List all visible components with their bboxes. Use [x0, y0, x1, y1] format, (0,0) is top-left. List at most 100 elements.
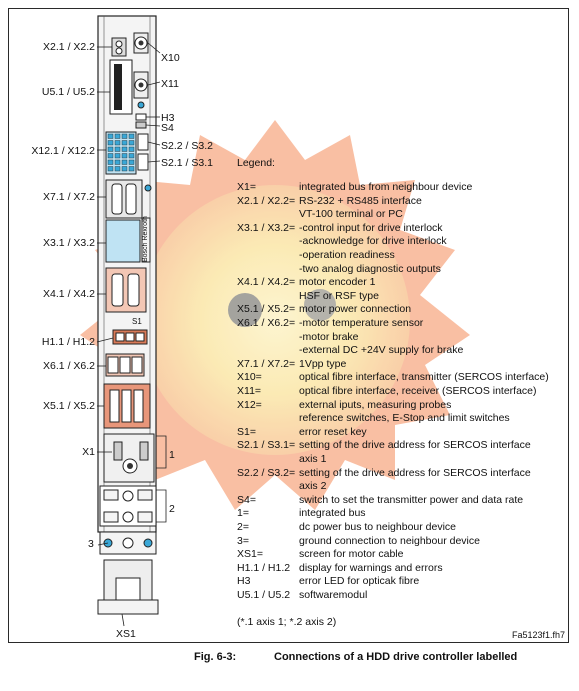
x12-terminal-block: [105, 131, 149, 175]
terminal-pin: [114, 146, 121, 152]
label-x3: X3.1 / X3.2: [43, 237, 95, 249]
legend-key: S2.2 / S3.2=: [237, 466, 296, 479]
legend-value: dc power bus to neighbour device: [299, 521, 457, 533]
legend-value: -operation readiness: [299, 249, 395, 261]
dc-power-bus: [99, 485, 157, 527]
label-s4: S4: [161, 122, 174, 134]
label-x4: X4.1 / X4.2: [43, 288, 95, 300]
x1-bus-section: [103, 433, 155, 483]
legend-key: H3: [237, 575, 251, 588]
terminal-pin: [107, 140, 114, 146]
label-s22: S2.2 / S3.2: [161, 140, 213, 152]
legend-value: external iputs, measuring probes: [299, 398, 452, 411]
legend-key: X1=: [237, 181, 256, 193]
terminal-pin: [121, 133, 128, 139]
label-2: 2: [169, 503, 175, 515]
legend-value: motor power connection: [299, 303, 412, 316]
legend-key: S4=: [237, 493, 256, 506]
legend-value: setting of the drive address for SERCOS …: [299, 439, 531, 452]
x3-terminal-block: [105, 217, 151, 263]
legend-key: X7.1 / X7.2=: [237, 357, 296, 370]
legend-key: X5.1 / X5.2=: [237, 303, 296, 316]
legend-key: S1=: [237, 425, 256, 438]
legend-key: 1=: [237, 507, 249, 520]
terminal-pin: [114, 166, 121, 172]
legend-key: U5.1 / U5.2: [237, 589, 291, 601]
label-x5: X5.1 / X5.2: [43, 400, 95, 412]
h1-display: [112, 329, 148, 345]
terminal-pin: [128, 166, 135, 172]
file-reference: Fa5123f1.fh7: [511, 630, 565, 640]
x4-motor-encoder-connector: [105, 267, 147, 313]
terminal-pin: [128, 159, 135, 165]
label-x1: X1: [82, 446, 95, 458]
figure-number: Fig. 6-3:: [194, 651, 237, 663]
legend-value: optical fibre interface, receiver (SERCO…: [299, 385, 537, 397]
legend-key: S2.1 / S3.1=: [237, 439, 296, 452]
x2-connector: [111, 37, 127, 57]
legend-value: error LED for opticak fibre: [299, 575, 420, 588]
legend-title: Legend:: [237, 157, 275, 169]
terminal-pin: [114, 133, 121, 139]
legend-value: axis 1: [299, 453, 327, 465]
legend-value: -acknowledge for drive interlock: [299, 235, 447, 248]
label-x7: X7.1 / X7.2: [43, 191, 95, 203]
legend-value: RS-232 + RS485 interface: [299, 194, 422, 207]
legend-value: motor encoder 1: [299, 276, 376, 289]
legend-value: ground connection to neighbour device: [299, 534, 480, 547]
label-x12: X12.1 / X12.2: [31, 145, 95, 157]
legend-key: X3.1 / X3.2=: [237, 221, 296, 234]
legend-key: X11=: [237, 385, 262, 397]
leader-lines: [96, 42, 167, 627]
legend-value: VT-100 terminal or PC: [299, 208, 403, 221]
legend-value: screen for motor cable: [299, 548, 404, 561]
legend-key: X4.1 / X4.2=: [237, 276, 296, 289]
legend-value: display for warnings and errors: [299, 561, 443, 574]
terminal-pin: [114, 140, 121, 146]
label-xs1: XS1: [116, 628, 136, 640]
terminal-pin: [107, 166, 114, 172]
label-3: 3: [88, 538, 94, 550]
legend-value: reference switches, E-Stop and limit swi…: [299, 412, 510, 425]
ground-connection: [99, 531, 157, 555]
legend-value: -external DC +24V supply for brake: [299, 344, 464, 357]
figure-caption: Connections of a HDD drive controller la…: [274, 651, 518, 663]
legend-value: axis 2: [299, 480, 327, 493]
legend-value: -motor brake: [299, 330, 359, 343]
legend-value: 1Vpp type: [299, 357, 347, 370]
terminal-pin: [114, 153, 121, 159]
figure-frame: [8, 8, 569, 643]
label-s1: S1: [132, 317, 142, 326]
label-x11: X11: [161, 78, 179, 90]
legend-key: 2=: [237, 521, 249, 533]
terminal-pin: [128, 140, 135, 146]
x5-motor-power-terminal: [103, 383, 151, 429]
terminal-pin: [121, 159, 128, 165]
x11-optical-receiver: [133, 71, 149, 109]
legend-value: softwaremodul: [299, 589, 368, 601]
h3-led: [135, 113, 147, 121]
terminal-pin: [107, 146, 114, 152]
s4-switch: [135, 121, 147, 129]
xs1-screen-clamp: [97, 559, 159, 615]
legend-key: X12=: [237, 398, 262, 411]
terminal-pin: [128, 146, 135, 152]
terminal-pin: [128, 133, 135, 139]
legend-value: HSF or RSF type: [299, 289, 379, 302]
x10-optical-transmitter: [133, 32, 149, 54]
x6-terminal-block: [105, 353, 145, 377]
terminal-pin: [107, 159, 114, 165]
legend-key: XS1=: [237, 548, 263, 561]
label-u5: U5.1 / U5.2: [41, 86, 95, 98]
label-s21: S2.1 / S3.1: [161, 157, 213, 169]
x7-encoder-connector: [105, 179, 152, 219]
terminal-pin: [107, 133, 114, 139]
legend-value: switch to set the transmitter power and …: [299, 493, 524, 506]
legend-value: -control input for drive interlock: [299, 221, 443, 234]
legend-key: 3=: [237, 534, 249, 547]
terminal-pin: [121, 140, 128, 146]
label-h3: H3: [161, 112, 175, 124]
label-1: 1: [169, 449, 175, 461]
legend-value: integrated bus: [299, 507, 366, 520]
